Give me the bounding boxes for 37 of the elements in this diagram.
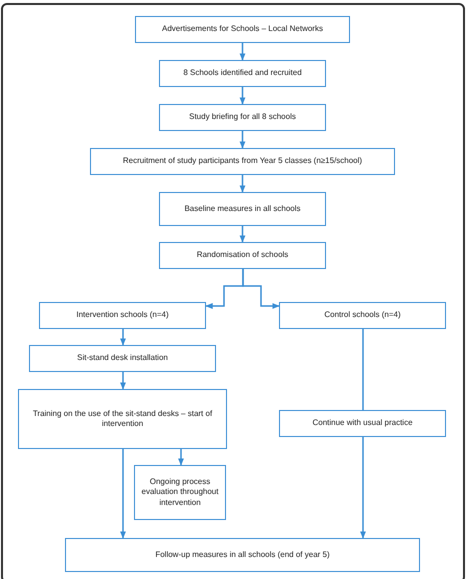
box-text: Advertisements for Schools – Local Networks <box>162 24 323 35</box>
process-box <box>90 148 395 175</box>
process-box <box>135 16 350 43</box>
box-text: 8 Schools identified and recruited <box>183 68 302 79</box>
box-text: Continue with usual practice <box>312 418 413 429</box>
process-box <box>65 538 420 572</box>
process-box <box>159 60 326 87</box>
arrow <box>360 437 366 539</box>
process-box <box>279 410 446 437</box>
arrow <box>240 131 246 149</box>
process-box <box>279 302 446 329</box>
box-text: Recruitment of study participants from Year 5 classes (n≥15/school) <box>122 156 362 167</box>
box-text: Ongoing process evaluation throughout intervention <box>140 476 220 508</box>
box-text: Control schools (n=4) <box>324 310 401 321</box>
arrow <box>178 449 184 466</box>
arrow <box>120 449 126 539</box>
arrow <box>120 329 126 346</box>
process-box <box>159 242 326 269</box>
box-text: Randomisation of schools <box>196 250 288 261</box>
arrow <box>240 43 246 61</box>
box-text: Intervention schools (n=4) <box>76 310 169 321</box>
box-text: Sit-stand desk installation <box>77 353 168 364</box>
arrow <box>242 269 280 309</box>
process-box <box>159 104 326 131</box>
arrow <box>120 372 126 390</box>
process-box <box>39 302 206 329</box>
box-text: Baseline measures in all schools <box>184 204 301 214</box>
arrow <box>240 87 246 105</box>
process-box <box>134 465 226 520</box>
arrow <box>240 226 246 243</box>
process-box <box>18 389 227 449</box>
box-text: Training on the use of the sit-stand desks – start of intervention <box>32 408 214 430</box>
box-text: Study briefing for all 8 schools <box>189 112 296 123</box>
process-box <box>29 345 216 372</box>
process-box <box>159 192 326 226</box>
arrow <box>240 175 246 193</box>
box-text: Follow-up measures in all schools (end of year 5) <box>155 550 330 560</box>
